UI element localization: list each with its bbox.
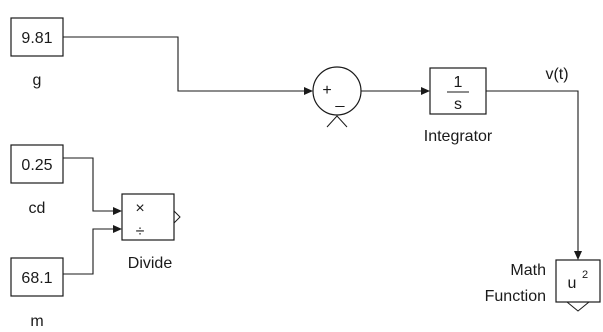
signal-wire-g-to-sum[interactable] — [63, 36, 313, 95]
constant-m-label: m — [30, 313, 43, 330]
math-function-exponent: 2 — [582, 269, 588, 281]
divide-divide-sign: ÷ — [136, 223, 145, 240]
signal-wire-m-to-divide[interactable] — [63, 225, 122, 275]
divide-block[interactable]: × ÷ — [121, 193, 181, 241]
math-function-label-line1: Math — [510, 262, 546, 279]
constant-block-cd-box[interactable] — [10, 144, 64, 184]
arrow-head-icon — [304, 87, 313, 95]
constant-cd-label: cd — [29, 200, 46, 217]
math-function-block[interactable]: u 2 — [555, 259, 601, 312]
constant-g-label: g — [33, 72, 42, 89]
sum-block[interactable]: + _ — [312, 66, 362, 128]
divide-label: Divide — [128, 255, 173, 272]
integrator-block[interactable]: 1 s — [429, 67, 487, 115]
constant-block-g-box[interactable] — [10, 17, 64, 57]
constant-cd-value: 0.25 — [21, 157, 52, 174]
divide-multiply-sign: × — [135, 200, 144, 217]
math-function-base: u — [568, 275, 577, 292]
signal-wire-integrator-to-math-function[interactable] — [486, 90, 582, 260]
integrator-denominator: s — [454, 96, 462, 113]
constant-block-g[interactable]: 9.81 — [10, 17, 64, 57]
integrator-numerator: 1 — [454, 74, 463, 91]
integrator-block-box[interactable] — [429, 67, 487, 115]
math-function-block-box[interactable] — [555, 259, 601, 303]
arrow-head-icon — [421, 87, 430, 95]
constant-m-value: 68.1 — [21, 270, 52, 287]
math-function-label-line2: Function — [485, 288, 546, 305]
sum-plus-sign: + — [322, 82, 331, 99]
arrow-head-icon — [113, 207, 122, 215]
sum-minus-sign: _ — [335, 91, 346, 108]
integrator-label: Integrator — [424, 128, 493, 145]
signal-wire-cd-to-divide[interactable] — [63, 157, 122, 215]
divide-block-box[interactable] — [121, 193, 175, 241]
constant-block-cd[interactable]: 0.25 — [10, 144, 64, 184]
divide-output-port-icon — [173, 210, 181, 224]
constant-block-m-box[interactable] — [10, 257, 64, 297]
signal-wire-sum-to-integrator[interactable] — [361, 87, 430, 95]
constant-g-value: 9.81 — [21, 30, 52, 47]
signal-label-vt: v(t) — [545, 66, 568, 83]
arrow-head-icon — [574, 251, 582, 260]
arrow-head-icon — [113, 225, 122, 233]
math-function-output-port-icon — [566, 301, 590, 312]
sum-input-port-icon — [326, 115, 348, 128]
constant-block-m[interactable]: 68.1 — [10, 257, 64, 297]
